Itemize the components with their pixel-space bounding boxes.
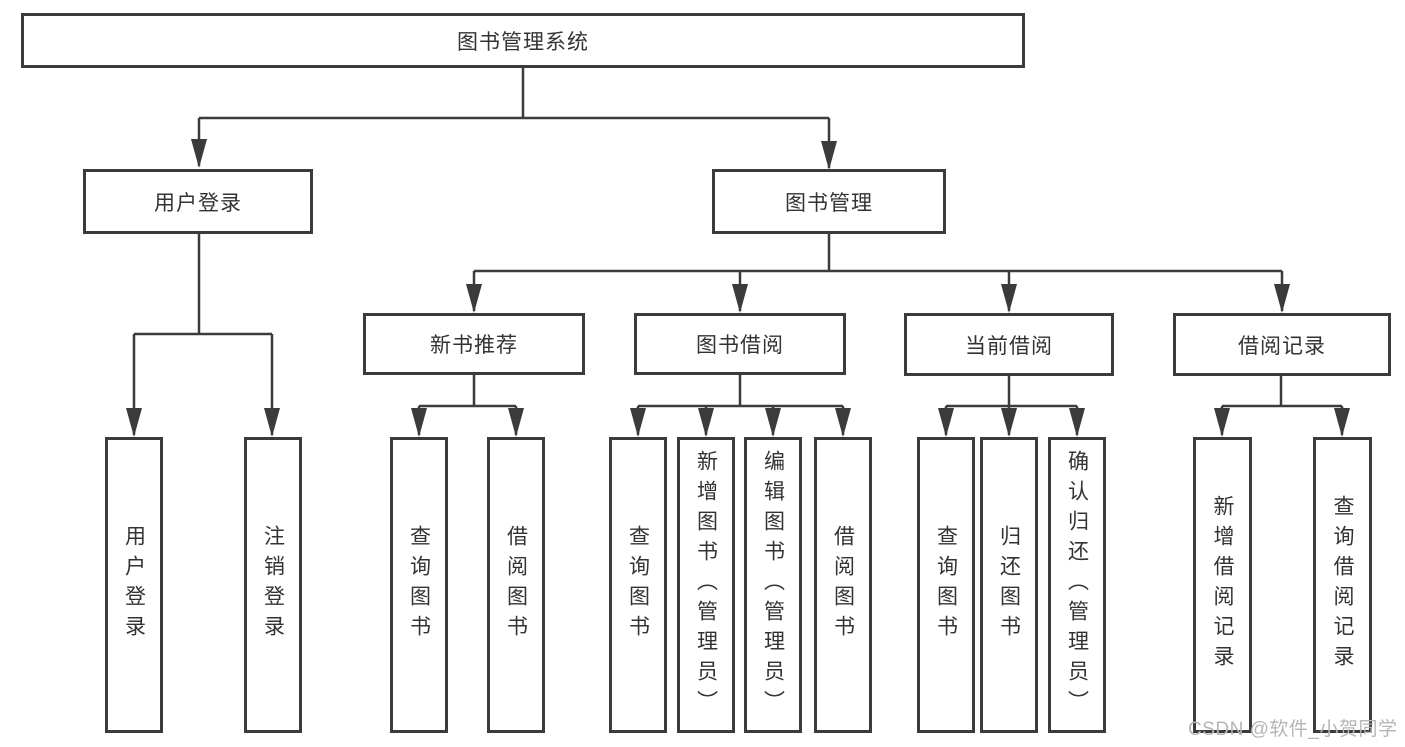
leaf-query-borrow-record: 查询借阅记录 [1313, 437, 1372, 733]
node-current-borrow: 当前借阅 [904, 313, 1114, 376]
node-new-book-recommend: 新书推荐 [363, 313, 585, 375]
leaf-add-books-admin: 新增图书（管理员） [677, 437, 735, 733]
leaf-user-login: 用户登录 [105, 437, 163, 733]
node-book-borrow: 图书借阅 [634, 313, 846, 375]
leaf-logout: 注销登录 [244, 437, 302, 733]
leaf-borrow-books: 借阅图书 [814, 437, 872, 733]
node-borrow-records: 借阅记录 [1173, 313, 1391, 376]
leaf-query-books-current: 查询图书 [917, 437, 975, 733]
leaf-borrow-books-recommend: 借阅图书 [487, 437, 545, 733]
csdn-watermark: CSDN @软件_小贺同学 [1188, 719, 1398, 740]
leaf-query-books-recommend: 查询图书 [390, 437, 448, 733]
node-root-system: 图书管理系统 [21, 13, 1025, 68]
leaf-add-borrow-record: 新增借阅记录 [1193, 437, 1252, 733]
leaf-confirm-return-admin: 确认归还（管理员） [1048, 437, 1106, 733]
node-user-login: 用户登录 [83, 169, 313, 234]
arrowheads [126, 139, 1350, 437]
leaf-edit-books-admin: 编辑图书（管理员） [744, 437, 802, 733]
node-book-management: 图书管理 [712, 169, 946, 234]
leaf-return-books: 归还图书 [980, 437, 1038, 733]
leaf-query-books-borrow: 查询图书 [609, 437, 667, 733]
